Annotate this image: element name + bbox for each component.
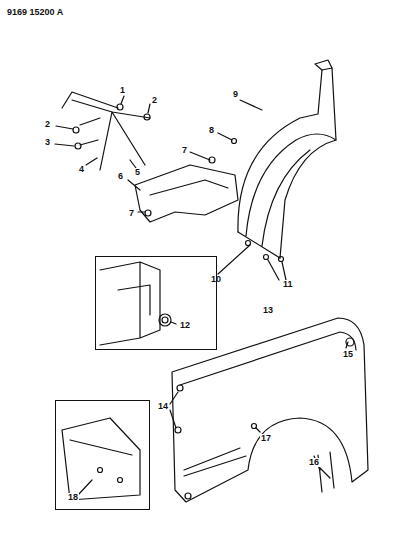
callout-number: 2 xyxy=(151,96,158,105)
callout-number: 1 xyxy=(119,86,126,95)
callout-number: 11 xyxy=(282,280,294,289)
callout-number: 2 xyxy=(44,120,51,129)
callout-number: 6 xyxy=(117,172,124,181)
diagram-code: 9169 15200 A xyxy=(6,8,64,17)
callout-number: 4 xyxy=(78,165,85,174)
callout-number: 7 xyxy=(181,146,188,155)
callout-number: 17 xyxy=(260,434,272,443)
callout-number: 8 xyxy=(208,126,215,135)
detail-inset: 18 xyxy=(55,400,150,510)
callout-number: 16 xyxy=(308,458,320,467)
callout-number: 18 xyxy=(67,493,79,502)
detail-inset: 12 xyxy=(95,256,217,350)
callout-number: 9 xyxy=(232,90,239,99)
callout-number: 14 xyxy=(157,402,169,411)
callout-number: 13 xyxy=(262,306,274,315)
callout-number: 5 xyxy=(134,168,141,177)
callout-number: 7 xyxy=(128,209,135,218)
callout-number: 3 xyxy=(44,138,51,147)
callout-number: 12 xyxy=(179,321,191,330)
callout-number: 15 xyxy=(342,350,354,359)
